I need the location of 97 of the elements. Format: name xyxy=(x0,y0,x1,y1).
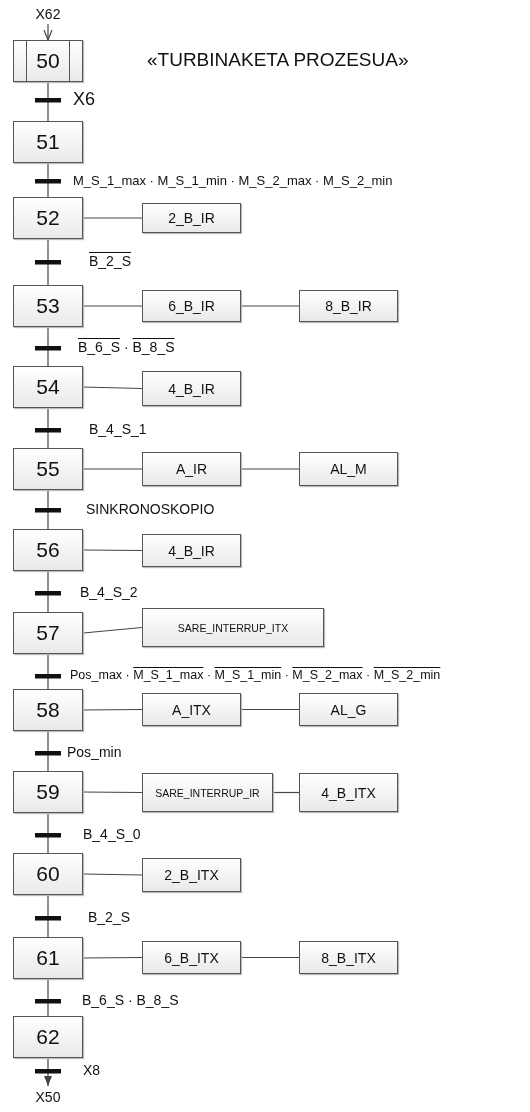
connector-line xyxy=(82,549,143,552)
connector-line xyxy=(82,708,143,711)
connector-line xyxy=(47,81,49,122)
action-label: 2_B_ITX xyxy=(164,867,219,883)
connector-line xyxy=(240,708,300,711)
transition-condition: B_6_S · B_8_S xyxy=(77,339,176,357)
connector-line xyxy=(47,570,49,613)
action-box xyxy=(299,693,398,726)
action-box xyxy=(142,941,241,974)
step-number: 59 xyxy=(36,780,60,804)
action-box xyxy=(142,534,241,567)
connector-line xyxy=(47,162,49,198)
step-reference-label: X50 xyxy=(35,1089,61,1105)
transition-condition: B_4_S_0 xyxy=(82,826,142,844)
step-box xyxy=(13,689,83,731)
step-box xyxy=(13,937,83,979)
connector-line xyxy=(82,956,143,959)
step-number: 51 xyxy=(36,130,60,154)
connector-line xyxy=(47,326,49,367)
transition-condition: B_4_S_1 xyxy=(88,421,148,439)
transition-condition: Pos_min xyxy=(66,744,123,762)
connector-line xyxy=(82,468,143,470)
step-box xyxy=(13,771,83,813)
action-box xyxy=(142,290,241,322)
transition-condition: Pos_max · M_S_1_max · M_S_1_min · M_S_2_max · M_S_2_min xyxy=(69,668,442,684)
connector-line xyxy=(47,653,49,690)
step-number: 54 xyxy=(36,375,60,399)
action-label: 6_B_IR xyxy=(168,298,215,314)
step-box xyxy=(13,529,83,571)
step-number: 57 xyxy=(36,621,60,645)
action-label: 4_B_IR xyxy=(168,380,215,397)
action-box xyxy=(299,773,398,812)
action-box xyxy=(142,773,273,812)
connector-line xyxy=(82,873,143,876)
step-number: 53 xyxy=(36,294,60,318)
step-box xyxy=(13,612,83,654)
step-number: 52 xyxy=(36,206,60,230)
action-label: AL_G xyxy=(330,701,367,718)
transition-condition: B_2_S xyxy=(88,253,133,271)
step-number: 50 xyxy=(36,49,60,73)
action-label: 4_B_ITX xyxy=(321,784,376,801)
action-label: A_IR xyxy=(175,461,208,477)
connector-line xyxy=(47,407,49,449)
connector-line xyxy=(47,812,49,854)
step-box xyxy=(13,448,83,490)
arrow xyxy=(44,1057,52,1087)
step-box xyxy=(13,121,83,163)
action-box xyxy=(142,608,324,647)
action-box xyxy=(142,693,241,726)
action-label: 2_B_IR xyxy=(168,210,215,226)
connector-line xyxy=(47,978,49,1017)
step-box xyxy=(13,366,83,408)
action-box xyxy=(299,941,398,974)
action-label: 6_B_ITX xyxy=(164,949,219,966)
action-label: SARE_INTERRUP_ITX xyxy=(177,621,289,634)
step-reference-label: X62 xyxy=(35,6,61,22)
step-box xyxy=(13,285,83,327)
connector-line xyxy=(240,956,300,959)
step-number: 61 xyxy=(36,946,60,970)
connector-line xyxy=(47,238,49,286)
step-number: 60 xyxy=(36,862,60,886)
action-label: AL_M xyxy=(330,461,367,477)
action-box xyxy=(142,371,241,406)
action-box xyxy=(142,203,241,233)
step-number: 62 xyxy=(36,1025,60,1049)
connector-line xyxy=(47,489,49,530)
transition-condition: B_6_S · B_8_S xyxy=(81,992,180,1010)
connector-line xyxy=(272,791,300,794)
connector-line xyxy=(240,305,300,307)
action-box xyxy=(142,858,241,892)
arrow xyxy=(43,23,53,41)
connector-line xyxy=(82,305,143,307)
action-box xyxy=(299,452,398,486)
step-box xyxy=(13,197,83,239)
connector-line xyxy=(47,730,49,772)
action-label: 8_B_ITX xyxy=(321,949,376,966)
connector-line xyxy=(240,468,300,470)
step-box xyxy=(13,1016,83,1058)
initial-step-box xyxy=(13,40,83,82)
transition-condition: B_4_S_2 xyxy=(79,584,139,602)
step-number: 58 xyxy=(36,698,60,722)
step-number: 56 xyxy=(36,538,60,562)
connector-line xyxy=(47,894,49,938)
connector-line xyxy=(82,386,143,390)
action-box xyxy=(142,452,241,486)
action-label: 4_B_IR xyxy=(168,542,215,559)
action-label: A_ITX xyxy=(172,701,211,718)
diagram-title: «TURBINAKETA PROZESUA» xyxy=(147,49,409,71)
action-label: SARE_INTERRUP_IR xyxy=(155,786,260,799)
transition-condition: B_2_S xyxy=(87,909,132,927)
action-box xyxy=(299,290,398,322)
connector-line xyxy=(82,217,143,219)
connector-line xyxy=(82,791,143,794)
step-number: 55 xyxy=(36,457,60,481)
connector-line xyxy=(82,626,143,634)
action-label: 8_B_IR xyxy=(325,298,372,314)
step-box xyxy=(13,853,83,895)
